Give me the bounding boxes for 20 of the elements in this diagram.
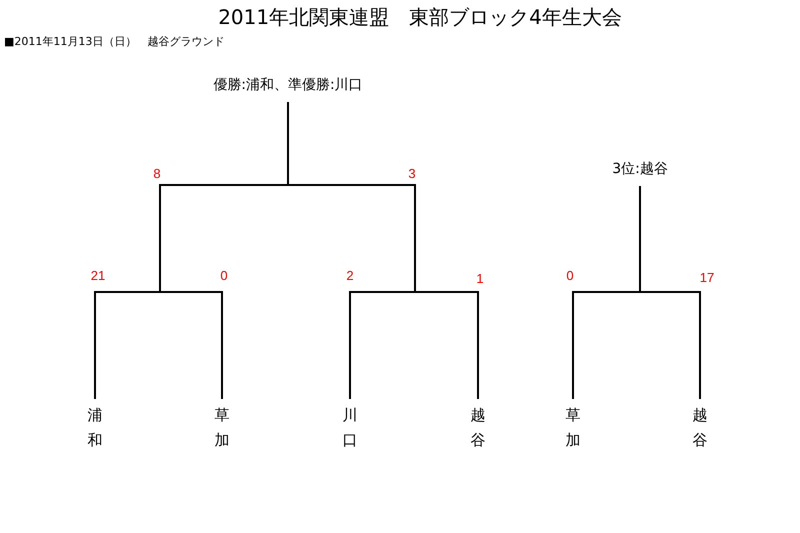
bracket-line — [287, 102, 479, 399]
score: 17 — [700, 270, 714, 285]
score: 8 — [153, 166, 161, 181]
team-name: 川口 — [342, 403, 358, 453]
date-venue-note: ■2011年11月13日（日） 越谷グラウンド — [4, 34, 224, 49]
result-text: 3位:越谷 — [612, 160, 668, 178]
score: 1 — [476, 271, 484, 286]
team-name: 越谷 — [692, 403, 708, 453]
score: 2 — [346, 268, 354, 283]
team-name: 浦和 — [87, 403, 103, 453]
team-name: 草加 — [214, 403, 230, 453]
team-name: 越谷 — [470, 403, 486, 453]
title: 2011年北関東連盟 東部ブロック4年生大会 — [217, 4, 623, 31]
team-name: 草加 — [565, 403, 581, 453]
score: 0 — [220, 268, 228, 283]
bracket-line — [639, 186, 701, 399]
score: 3 — [408, 166, 416, 181]
score: 0 — [566, 268, 574, 283]
result-text: 優勝:浦和、準優勝:川口 — [213, 76, 363, 94]
score: 21 — [90, 268, 106, 283]
